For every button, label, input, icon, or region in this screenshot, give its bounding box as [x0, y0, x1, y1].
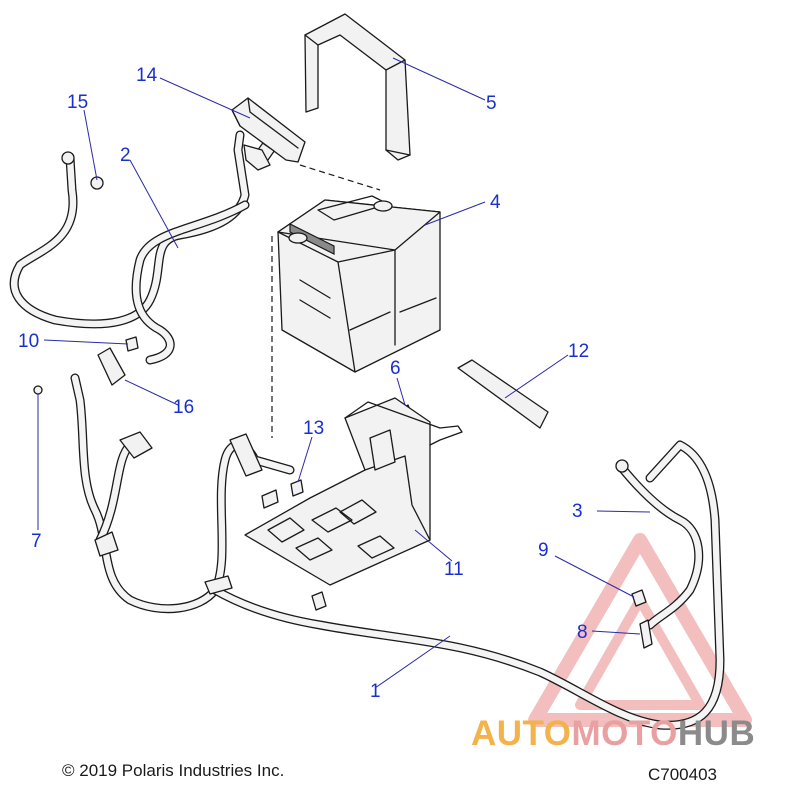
battery-pad: [457, 359, 549, 429]
callout-5: 5: [486, 93, 497, 114]
callout-4: 4: [490, 192, 501, 213]
nut-7: [33, 385, 43, 395]
figure-id: C700403: [648, 765, 718, 784]
copyright-notice: © 2019 Polaris Industries Inc.: [62, 761, 285, 780]
callout-11: 11: [444, 559, 464, 580]
nut-9: [631, 589, 647, 607]
terminal-cover: [231, 97, 306, 163]
callout-15: 15: [67, 92, 88, 113]
negative-cable: [9, 130, 271, 365]
callout-2: 2: [120, 145, 131, 166]
callout-3: 3: [572, 501, 583, 522]
leader-lines: [37, 57, 651, 689]
callout-9: 9: [538, 540, 549, 561]
callout-8: 8: [577, 622, 588, 643]
callout-14: 14: [136, 65, 158, 86]
battery-strap: [304, 13, 411, 161]
watermark-logo-text: AUTOMOTOHUB: [471, 714, 756, 753]
callout-13: 13: [303, 418, 324, 439]
bolt-8: [639, 619, 653, 649]
callout-12: 12: [568, 341, 589, 362]
callout-6: 6: [390, 358, 401, 379]
main-wiring-harness: [70, 373, 725, 730]
terminal-boot: [97, 347, 126, 386]
bolt: [261, 479, 304, 509]
battery-tray: [244, 397, 463, 586]
callout-1: 1: [370, 681, 381, 702]
callout-7: 7: [31, 531, 42, 552]
callout-10: 10: [18, 331, 39, 352]
battery: [277, 195, 441, 373]
bolt-10: [125, 336, 139, 352]
alignment-line: [299, 164, 381, 191]
callout-16: 16: [173, 397, 194, 418]
positive-cable: [615, 459, 704, 630]
